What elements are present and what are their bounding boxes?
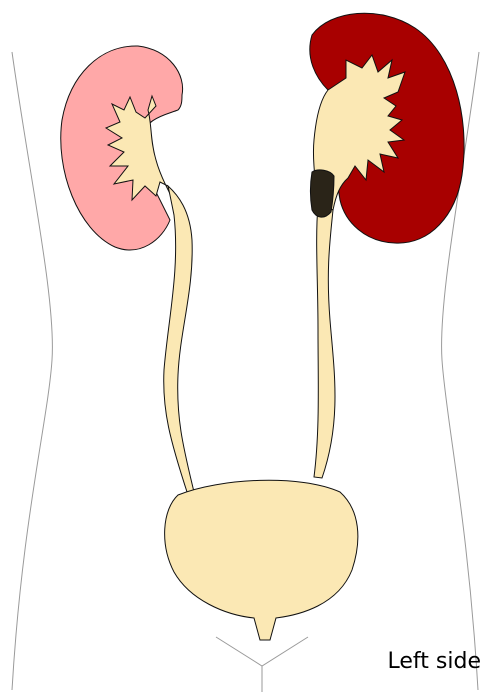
bladder [165, 480, 358, 640]
left-side-label: Left side [388, 649, 481, 674]
ureters [164, 170, 335, 495]
groin-lines [216, 637, 308, 692]
healthy-kidney-ureter [164, 186, 194, 495]
affected-kidney [310, 13, 464, 243]
ureter-obstruction [311, 170, 335, 217]
affected-kidney-ureter [314, 205, 335, 478]
healthy-kidney [61, 46, 183, 250]
torso-left-edge [12, 52, 52, 690]
